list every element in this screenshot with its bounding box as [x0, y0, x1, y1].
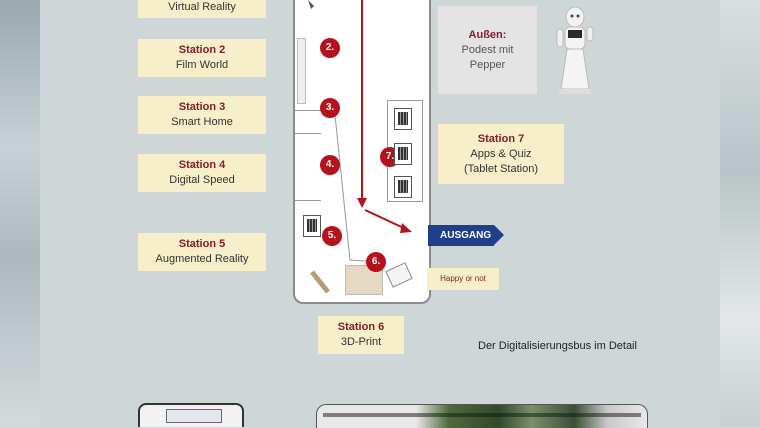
station-1-box: Virtual Reality	[138, 0, 266, 18]
outside-box: Außen: Podest mit Pepper	[438, 6, 537, 94]
station-6-desc: 3D-Print	[340, 336, 382, 348]
station-7-title: Station 7	[477, 133, 525, 145]
happy-or-not-label: Happy or not	[427, 268, 499, 290]
tablet-icon	[394, 108, 412, 130]
bus-divider	[295, 133, 321, 134]
bus-seat-panel	[297, 38, 306, 104]
bus-side-photo	[316, 404, 648, 428]
station-4-box: Station 4 Digital Speed	[138, 154, 266, 192]
tablet-icon	[303, 215, 321, 237]
bus-divider	[295, 110, 321, 111]
station-7-desc2: (Tablet Station)	[464, 163, 538, 175]
bus-divider	[295, 200, 321, 201]
outside-line2: Pepper	[469, 59, 506, 71]
station-5-desc: Augmented Reality	[155, 253, 249, 265]
marker-5: 5.	[322, 226, 342, 246]
pepper-robot-image	[556, 6, 594, 94]
caption: Der Digitalisierungsbus im Detail	[478, 340, 637, 352]
tablet-icon	[394, 143, 412, 165]
station-7-desc1: Apps & Quiz	[470, 148, 532, 160]
station-7-box: Station 7 Apps & Quiz (Tablet Station)	[438, 124, 564, 184]
station-3-title: Station 3	[178, 101, 226, 113]
station-1-desc: Virtual Reality	[168, 1, 236, 13]
exit-label: AUSGANG	[428, 225, 504, 246]
station-2-desc: Film World	[175, 59, 229, 71]
station-4-title: Station 4	[178, 159, 226, 171]
marker-4: 4.	[320, 155, 340, 175]
marker-3: 3.	[320, 98, 340, 118]
station-2-title: Station 2	[178, 44, 226, 56]
tablet-icon	[394, 176, 412, 198]
station-6-title: Station 6	[337, 321, 385, 333]
station-2-box: Station 2 Film World	[138, 39, 266, 77]
station-3-box: Station 3 Smart Home	[138, 96, 266, 134]
background-photo-left	[0, 0, 40, 427]
route-arrows	[308, 0, 412, 294]
marker-6: 6.	[366, 252, 386, 272]
station-4-desc: Digital Speed	[169, 174, 235, 186]
station-6-box: Station 6 3D-Print	[318, 316, 404, 354]
background-photo-right	[720, 0, 760, 427]
station-5-box: Station 5 Augmented Reality	[138, 233, 266, 271]
station-3-desc: Smart Home	[171, 116, 233, 128]
marker-2: 2.	[320, 38, 340, 58]
outside-title: Außen:	[468, 29, 507, 41]
outside-line1: Podest mit	[461, 44, 514, 56]
bus-front-photo	[138, 403, 244, 427]
station-5-title: Station 5	[178, 238, 226, 250]
